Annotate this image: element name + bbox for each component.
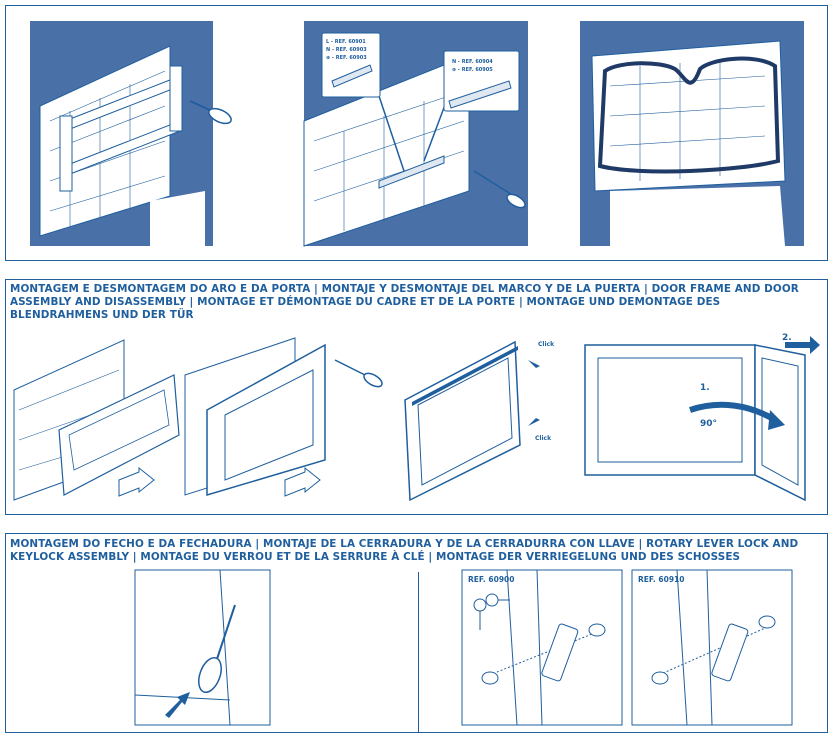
frame-screw-drawing bbox=[184, 337, 383, 497]
rail-ref-left-2: N - REF. 60903 bbox=[326, 47, 367, 53]
rail-ref-left-1: L - REF. 60901 bbox=[326, 39, 366, 45]
frame-insert-drawing bbox=[13, 339, 180, 501]
keylock-drawing: REF. 60900 bbox=[461, 569, 623, 726]
rail-mount-drawing bbox=[39, 45, 232, 246]
lever-lock-drawing: REF. 60910 bbox=[631, 569, 793, 726]
rail-refs-drawing: L - REF. 60901 N - REF. 60903 ⊕ - REF. 6… bbox=[303, 32, 526, 247]
lock-heading: MONTAGEM DO FECHO E DA FECHADURA | MONTA… bbox=[10, 538, 799, 563]
angle-label: 90° bbox=[700, 419, 717, 429]
click-label-top: Click bbox=[538, 341, 555, 348]
rail-ref-right-1: N - REF. 60904 bbox=[452, 59, 493, 65]
step-1-label: 1. bbox=[700, 383, 710, 393]
keylock-ref: REF. 60900 bbox=[468, 575, 514, 584]
door-open-drawing: 2. 1. 90° bbox=[584, 333, 820, 502]
gasket-drawing bbox=[591, 40, 786, 246]
door-frame-heading: MONTAGEM E DESMONTAGEM DO ARO E DA PORTA… bbox=[10, 283, 799, 321]
click-label-bottom: Click bbox=[535, 435, 552, 442]
step-2-label: 2. bbox=[782, 333, 792, 343]
door-click-drawing: Click Click bbox=[404, 340, 555, 502]
rail-ref-right-2: ⊕ - REF. 60905 bbox=[452, 67, 493, 73]
lever-lock-ref: REF. 60910 bbox=[638, 575, 684, 584]
rail-ref-left-3: ⊕ - REF. 60903 bbox=[326, 55, 367, 61]
lock-divider bbox=[418, 572, 419, 733]
lever-lock-screw-drawing bbox=[134, 569, 271, 726]
